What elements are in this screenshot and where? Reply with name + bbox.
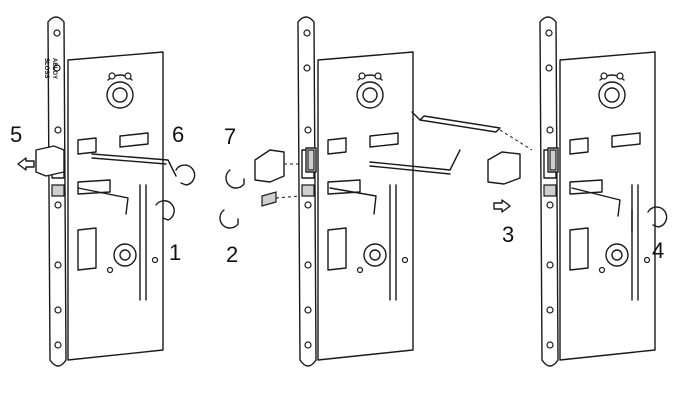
step-number-6: 6 <box>172 122 184 147</box>
rotate-arrow-icon <box>219 209 239 229</box>
latch-bolt <box>35 145 65 177</box>
hex-key <box>369 149 461 171</box>
latch-parts <box>219 149 301 229</box>
rotate-arrow-icon <box>647 206 668 228</box>
rotate-arrow-icon <box>175 164 196 186</box>
lock-3 <box>539 16 656 367</box>
hex-key-upper <box>91 153 177 177</box>
step-number-3: 3 <box>502 222 514 247</box>
brand-label: SLOSS <box>43 58 49 78</box>
arrow-right-icon <box>493 199 511 213</box>
floating-hex-key <box>411 111 533 151</box>
step-number-2: 2 <box>226 242 238 267</box>
lock-2 <box>297 16 461 367</box>
latch-bolt-part <box>487 151 521 185</box>
step-number-7: 7 <box>224 124 236 149</box>
hex-key-lower <box>77 187 129 215</box>
latch-bolt-part <box>254 149 285 183</box>
rotate-arrow-icon <box>155 200 175 221</box>
step-number-5: 5 <box>10 122 22 147</box>
rotate-arrow-icon <box>225 169 245 189</box>
step-number-1: 1 <box>169 240 181 265</box>
latch-pin-part <box>261 191 277 207</box>
arrow-left-icon <box>17 157 35 171</box>
step-number-4: 4 <box>652 238 664 263</box>
lock-1: ABLOY SLOSS <box>17 16 196 367</box>
lock-3-parts <box>487 151 668 228</box>
brand-label: ABLOY <box>51 58 57 79</box>
